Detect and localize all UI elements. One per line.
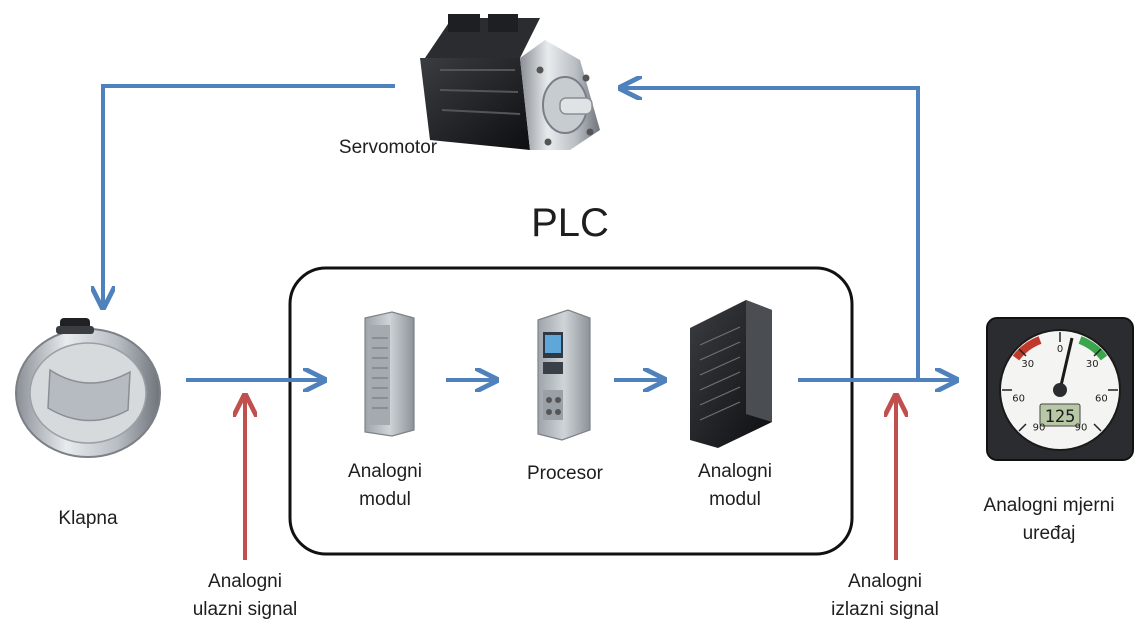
- input-signal-label-line2: ulazni signal: [192, 599, 298, 620]
- arrow-output-to-servomotor: [623, 88, 920, 380]
- analog-input-module-label-line2: modul: [359, 489, 411, 510]
- analog-input-module-label: Analogni modul: [330, 458, 440, 514]
- plc-title: PLC: [531, 201, 609, 245]
- meter-label-line2: uređaj: [1022, 523, 1076, 544]
- analog-output-module-image: [690, 300, 772, 448]
- analog-input-module-label-line1: Analogni: [348, 461, 422, 482]
- arrow-servomotor-to-klapna: [103, 84, 395, 305]
- analog-output-module-label-line1: Analogni: [698, 461, 772, 482]
- analog-meter-image: 125: [986, 317, 1134, 461]
- processor-image: [537, 309, 591, 441]
- plc-boundary: [288, 266, 854, 556]
- meter-label-line1: Analogni mjerni: [983, 495, 1115, 516]
- meter-label: Analogni mjerni uređaj: [964, 492, 1134, 548]
- klapna-image: [15, 318, 161, 458]
- servomotor-label: Servomotor: [338, 137, 438, 158]
- meter-scale-label: 60: [1012, 393, 1025, 404]
- servomotor-image: [420, 14, 600, 150]
- analog-input-module-image: [364, 311, 415, 437]
- processor-label: Procesor: [526, 463, 604, 484]
- meter-scale-label: 30: [1021, 359, 1034, 370]
- klapna-label: Klapna: [58, 508, 118, 529]
- output-signal-label: Analogni izlazni signal: [810, 568, 960, 624]
- output-signal-label-line2: izlazni signal: [831, 599, 939, 620]
- meter-scale-label: 60: [1095, 393, 1108, 404]
- analog-output-module-label-line2: modul: [709, 489, 761, 510]
- meter-scale-label: 30: [1086, 359, 1099, 370]
- meter-scale-label: 0: [1057, 344, 1063, 355]
- meter-scale-label: 90: [1033, 422, 1046, 433]
- input-signal-label: Analogni ulazni signal: [170, 568, 320, 624]
- analog-output-module-label: Analogni modul: [680, 458, 790, 514]
- meter-scale-label: 90: [1075, 422, 1088, 433]
- input-signal-label-line1: Analogni: [208, 571, 282, 592]
- meter-display-value: 125: [1045, 407, 1076, 427]
- output-signal-label-line1: Analogni: [848, 571, 922, 592]
